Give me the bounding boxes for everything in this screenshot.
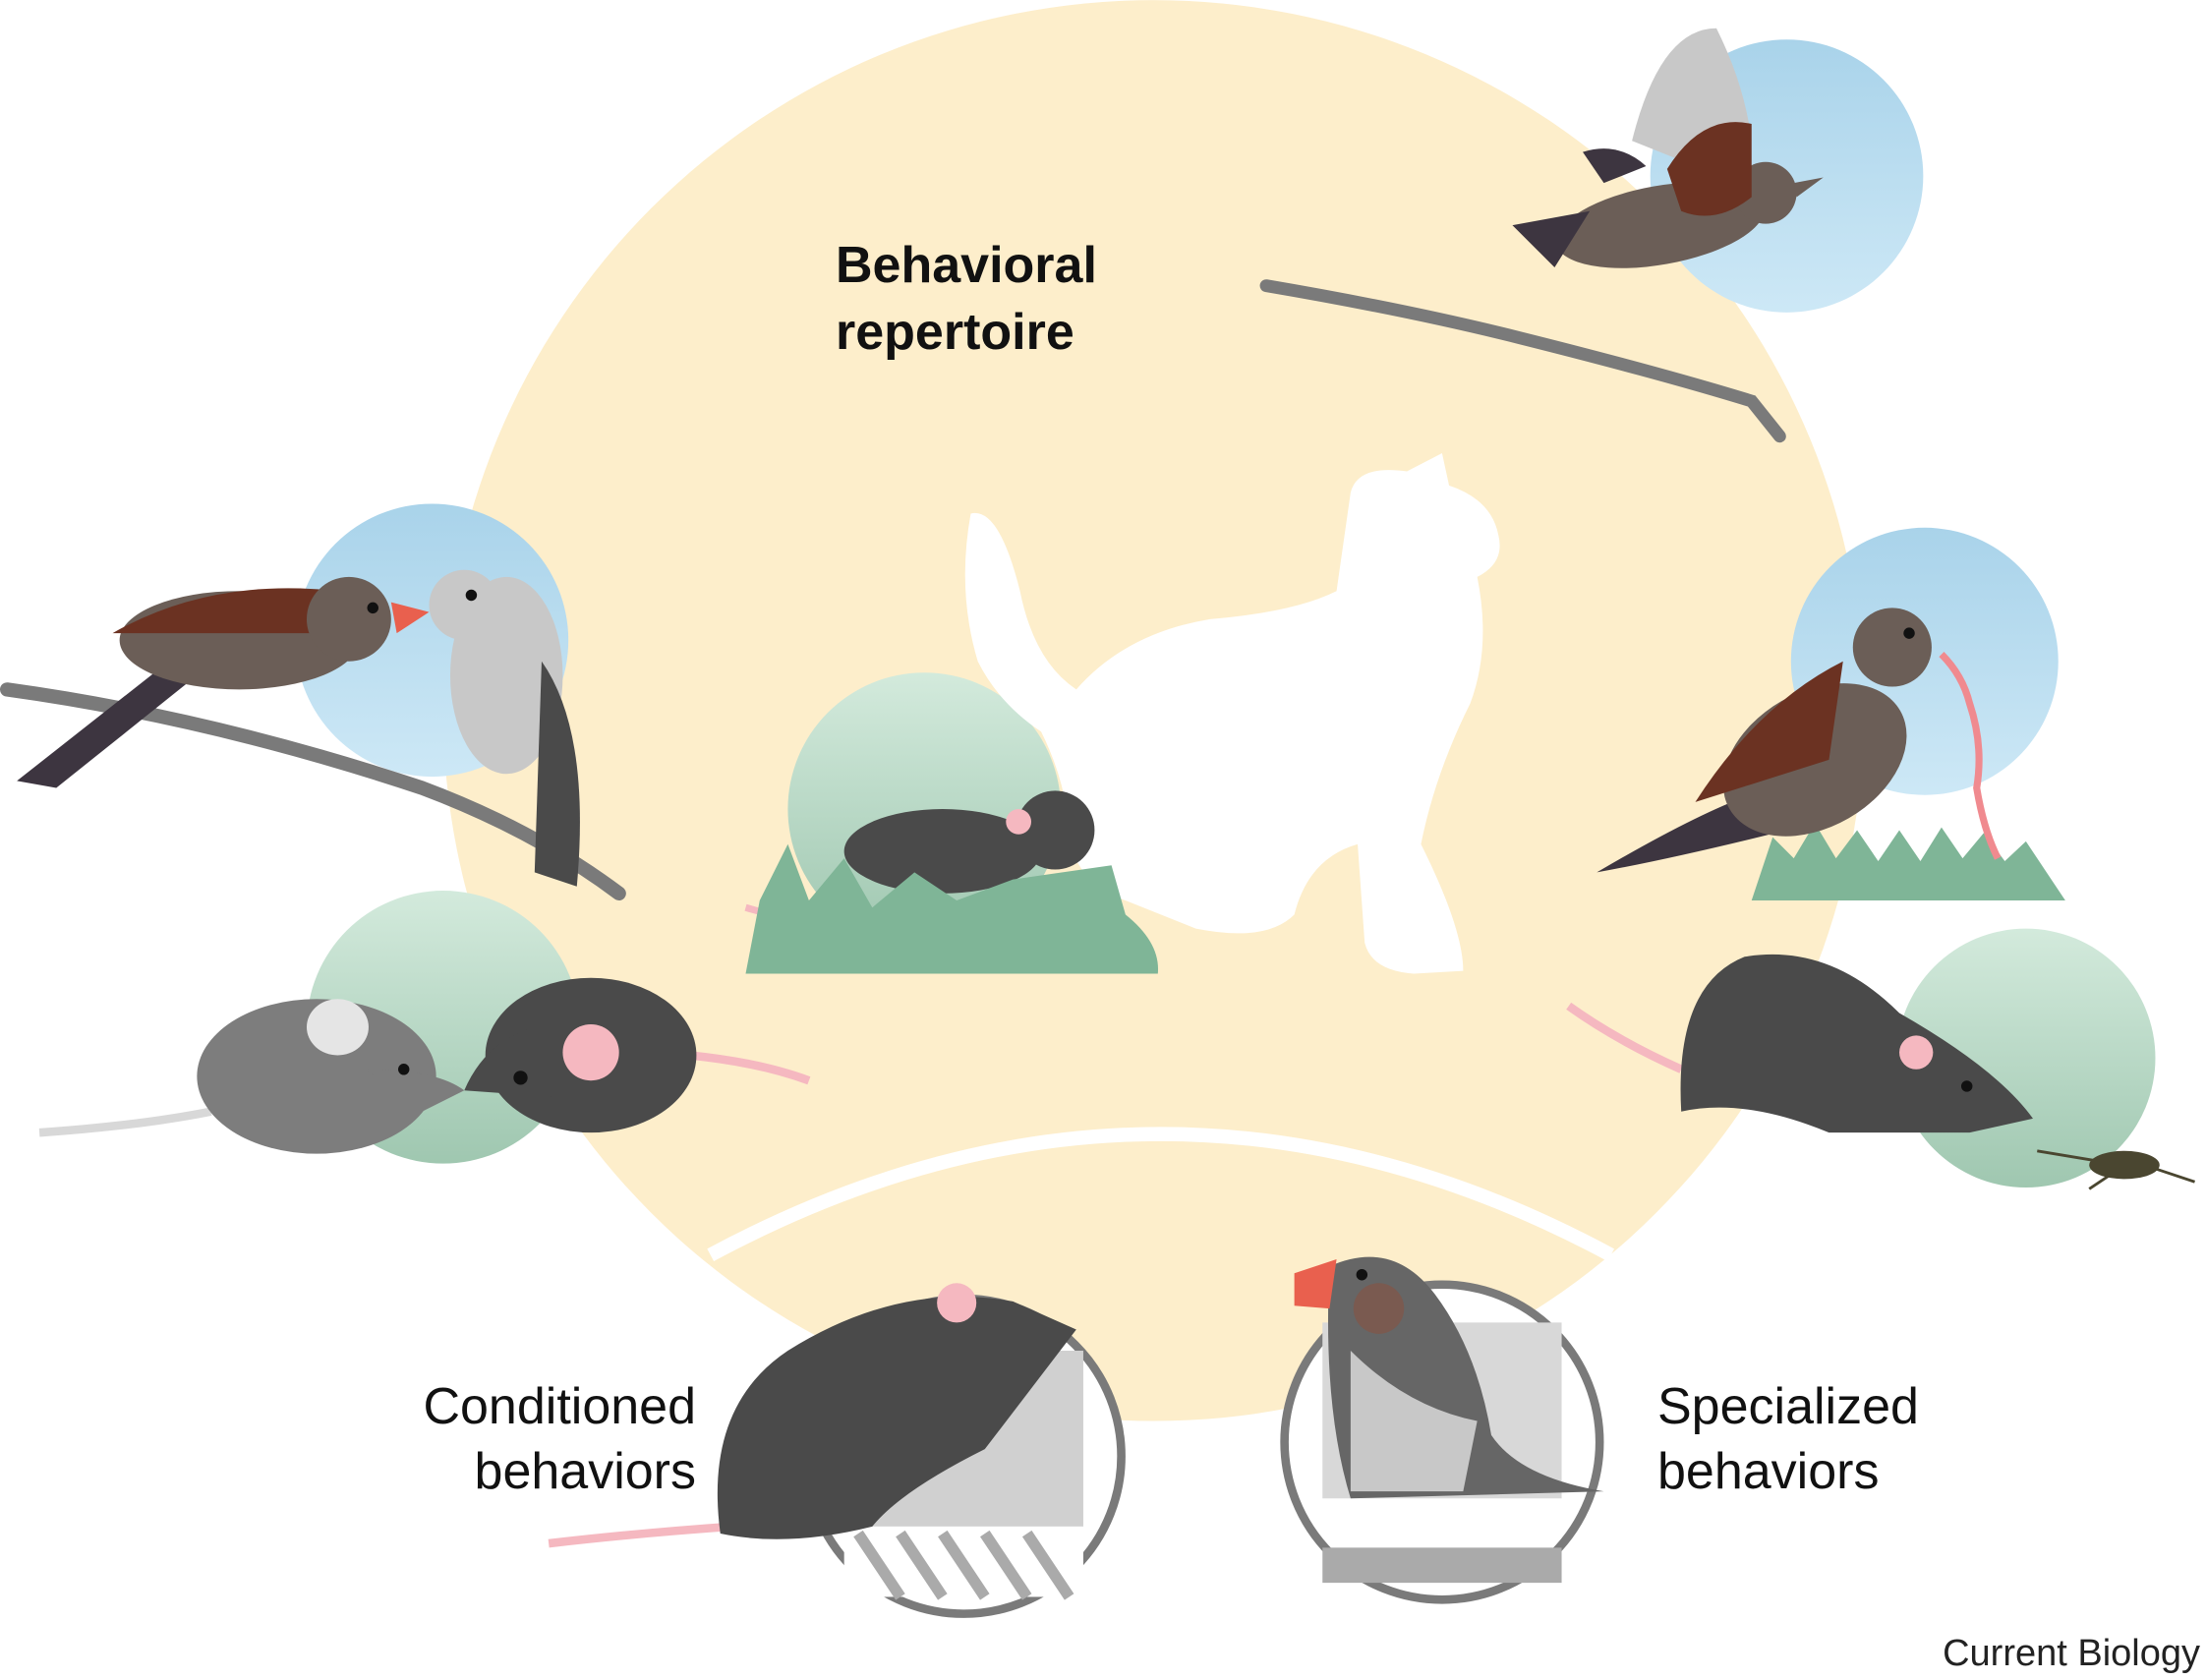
label-line: Specialized bbox=[1657, 1378, 1919, 1435]
title-line: repertoire bbox=[836, 304, 1074, 361]
divider-arc bbox=[707, 1127, 1615, 1261]
mouse-hunting-cricket-icon bbox=[1566, 954, 2196, 1190]
mouse-in-operant-box-icon bbox=[548, 1283, 1126, 1618]
label-line: Conditioned bbox=[423, 1378, 696, 1435]
journal-credit: Current Biology bbox=[1943, 1633, 2200, 1674]
finch-in-chamber-icon bbox=[1280, 1256, 1604, 1604]
bird-with-worm-icon bbox=[1596, 608, 2065, 901]
mice-social-icon bbox=[38, 977, 811, 1154]
birds-feeding-icon bbox=[0, 569, 626, 901]
specialized-label: Specialized behaviors bbox=[1657, 1374, 1919, 1504]
title-line: Behavioral bbox=[836, 237, 1097, 294]
cat-silhouette-icon bbox=[964, 452, 1500, 974]
center-title: Behavioral repertoire bbox=[836, 232, 1097, 366]
conditioned-label: Conditioned behaviors bbox=[423, 1374, 696, 1504]
label-line: behaviors bbox=[1657, 1443, 1880, 1500]
songbird-flying-icon bbox=[1259, 28, 1824, 443]
mouse-in-grass-icon bbox=[744, 790, 1159, 974]
label-line: behaviors bbox=[474, 1443, 696, 1500]
